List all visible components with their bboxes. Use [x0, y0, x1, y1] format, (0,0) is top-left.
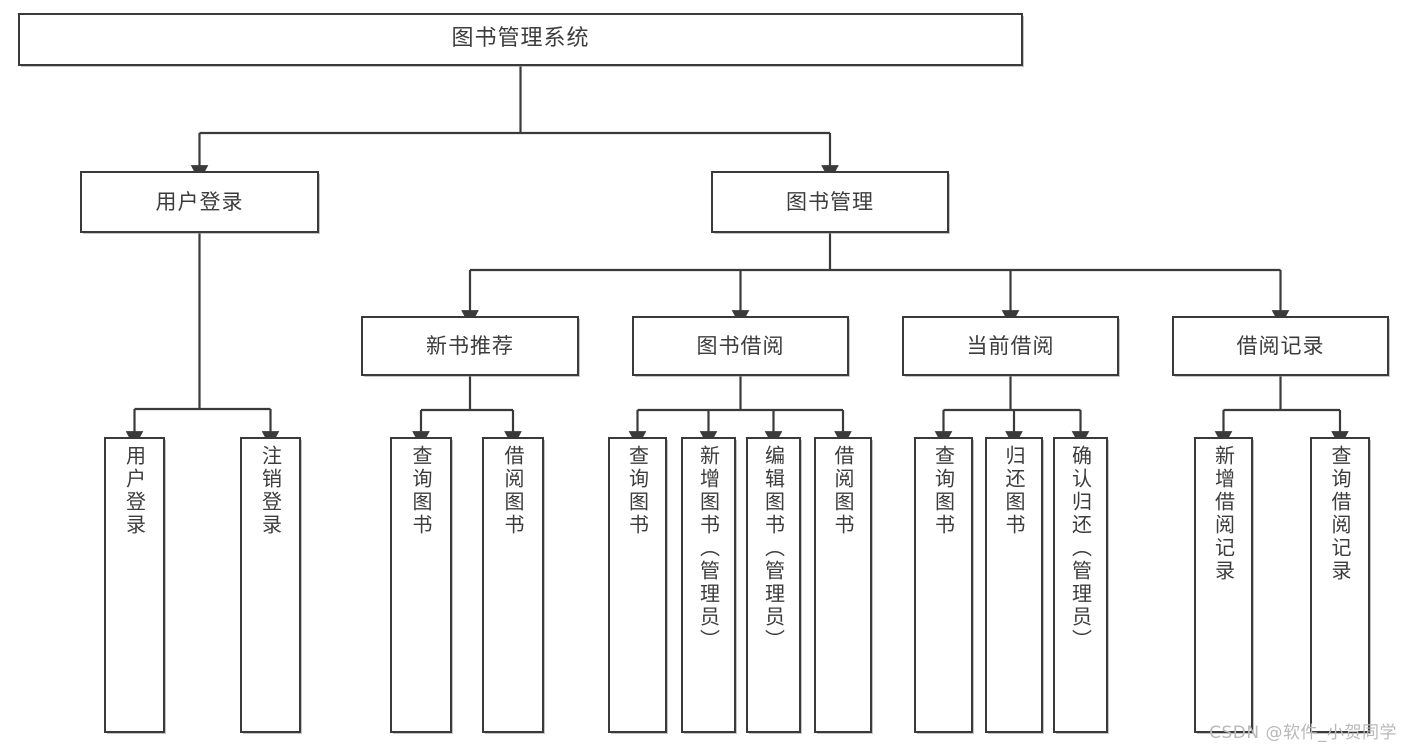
node-leaf6[interactable]: 新增图书（管理员）	[681, 437, 736, 733]
node-label: 新增图书（管理员）	[696, 445, 721, 652]
node-label: 注销登录	[258, 445, 283, 537]
node-label: 查询图书	[625, 445, 650, 537]
node-newbook[interactable]: 新书推荐	[361, 316, 579, 376]
node-leaf7[interactable]: 编辑图书（管理员）	[746, 437, 801, 733]
node-label: 图书借阅	[696, 333, 785, 358]
node-current[interactable]: 当前借阅	[902, 316, 1119, 376]
node-label: 归还图书	[1002, 445, 1026, 537]
node-label: 借阅图书	[831, 445, 855, 537]
node-label: 新增借阅记录	[1211, 445, 1236, 583]
node-leaf1[interactable]: 用户登录	[104, 437, 165, 733]
node-label: 借阅记录	[1236, 333, 1325, 358]
node-leaf11[interactable]: 确认归还（管理员）	[1053, 437, 1108, 733]
node-borrow[interactable]: 图书借阅	[632, 316, 849, 376]
node-label: 图书管理系统	[451, 26, 590, 52]
node-label: 用户登录	[122, 445, 147, 537]
node-leaf3[interactable]: 查询图书	[390, 437, 452, 733]
node-leaf8[interactable]: 借阅图书	[814, 437, 872, 733]
node-bookmgmt[interactable]: 图书管理	[711, 171, 949, 233]
node-label: 当前借阅	[966, 333, 1055, 358]
node-label: 编辑图书（管理员）	[761, 445, 786, 652]
node-leaf10[interactable]: 归还图书	[985, 437, 1043, 733]
node-leaf4[interactable]: 借阅图书	[482, 437, 544, 733]
node-label: 用户登录	[155, 189, 244, 214]
node-leaf12[interactable]: 新增借阅记录	[1194, 437, 1253, 733]
node-label: 查询图书	[931, 445, 956, 537]
node-login[interactable]: 用户登录	[80, 171, 319, 233]
node-label: 确认归还（管理员）	[1068, 445, 1093, 652]
node-leaf13[interactable]: 查询借阅记录	[1310, 437, 1370, 733]
node-label: 查询借阅记录	[1328, 445, 1352, 583]
node-label: 查询图书	[409, 445, 433, 537]
node-label: 图书管理	[786, 189, 874, 214]
node-leaf2[interactable]: 注销登录	[240, 437, 301, 733]
node-label: 新书推荐	[426, 333, 514, 358]
node-label: 借阅图书	[501, 445, 525, 537]
node-leaf9[interactable]: 查询图书	[914, 437, 973, 733]
node-leaf5[interactable]: 查询图书	[608, 437, 667, 733]
node-root[interactable]: 图书管理系统	[18, 13, 1023, 66]
watermark: CSDN @软件_小贺同学	[1209, 723, 1397, 743]
node-records[interactable]: 借阅记录	[1172, 316, 1389, 376]
